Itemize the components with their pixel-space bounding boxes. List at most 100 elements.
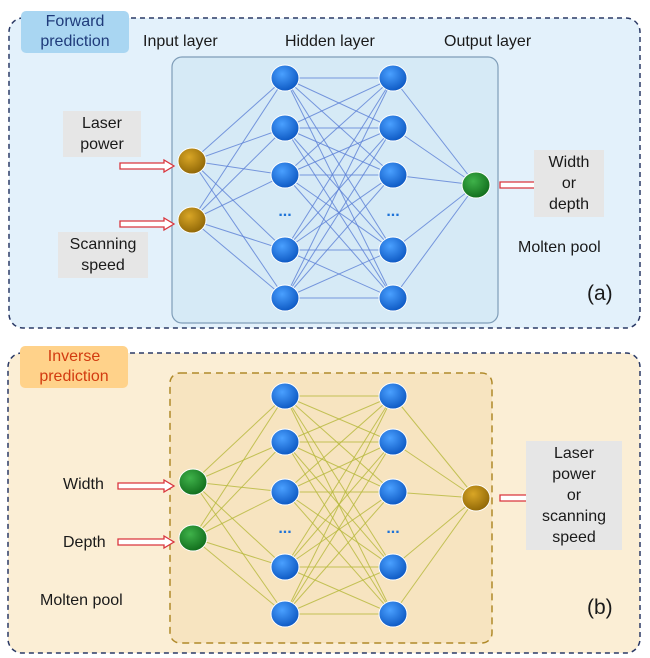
edge	[284, 127, 394, 176]
edge	[284, 249, 394, 299]
input-caption-molten-pool-b: Molten pool	[40, 592, 123, 609]
edge	[192, 481, 286, 615]
forward-prediction-tag: Forward prediction	[21, 11, 129, 53]
hidden-node	[378, 600, 408, 628]
edge	[191, 219, 286, 299]
panel-b-network-box	[169, 372, 493, 644]
arrow	[117, 534, 176, 550]
output-caption-molten-pool-a: Molten pool	[518, 239, 601, 256]
hidden-node	[270, 161, 300, 189]
hidden-node	[270, 236, 300, 264]
hidden-node	[378, 553, 408, 581]
edge	[392, 497, 477, 568]
input-label-laser-power: Laser power	[63, 111, 141, 157]
hidden-node	[378, 64, 408, 92]
edge	[191, 77, 286, 162]
input-label-depth: Depth	[63, 534, 106, 551]
edge	[284, 441, 394, 615]
edge	[191, 127, 286, 162]
hidden-layer-title: Hidden layer	[285, 33, 375, 50]
edge	[284, 395, 394, 443]
hidden-node	[270, 382, 300, 410]
panel-label-b: (b)	[587, 596, 613, 619]
edge	[284, 491, 394, 615]
hidden-node	[378, 236, 408, 264]
edge	[191, 160, 286, 299]
hidden-node	[378, 478, 408, 506]
edge	[284, 491, 394, 568]
edge	[192, 395, 286, 539]
edges-a	[191, 77, 477, 299]
input-node	[177, 147, 207, 175]
edge	[284, 441, 394, 493]
edge	[284, 77, 394, 176]
ellipsis: ...	[386, 203, 399, 220]
input-node	[177, 206, 207, 234]
output-label-width-or-depth: Width or depth	[534, 150, 604, 217]
hidden-node	[378, 161, 408, 189]
hidden-node	[270, 428, 300, 456]
input-label-width: Width	[63, 476, 104, 493]
edge	[192, 441, 286, 483]
edge	[192, 481, 286, 493]
edge	[284, 77, 394, 299]
output-node	[461, 484, 491, 512]
edge	[392, 77, 477, 186]
edge	[192, 537, 286, 615]
output-label-laser-power-or-scanning-speed: Laser power or scanning speed	[526, 441, 622, 550]
nodes-b	[178, 382, 491, 628]
panel-a-network-box	[171, 56, 499, 324]
edge	[392, 497, 477, 615]
edge	[392, 127, 477, 186]
edge	[192, 537, 286, 568]
arrow	[119, 216, 176, 232]
edge	[192, 491, 286, 539]
output-node	[461, 171, 491, 199]
ellipsis: ...	[386, 520, 399, 537]
edge	[284, 566, 394, 615]
edge	[191, 160, 286, 251]
hidden-node	[378, 284, 408, 312]
edges-b	[192, 395, 477, 615]
edge	[191, 77, 286, 221]
nodes-a	[177, 64, 491, 312]
edge	[192, 481, 286, 568]
edge	[284, 127, 394, 299]
hidden-node	[270, 64, 300, 92]
edge	[191, 127, 286, 221]
edge	[284, 174, 394, 299]
input-label-scanning-speed: Scanning speed	[58, 232, 148, 278]
edge	[284, 395, 394, 568]
hidden-node	[378, 382, 408, 410]
edge	[192, 395, 286, 483]
output-layer-title: Output layer	[444, 33, 532, 50]
edge	[284, 395, 394, 615]
edge	[192, 441, 286, 539]
edge	[284, 395, 394, 493]
hidden-node	[270, 478, 300, 506]
edge	[392, 395, 477, 499]
edge	[392, 184, 477, 251]
arrow	[119, 158, 176, 174]
hidden-node	[270, 553, 300, 581]
hidden-node	[270, 284, 300, 312]
edge	[191, 174, 286, 221]
edge	[392, 184, 477, 299]
hidden-node	[378, 428, 408, 456]
arrow	[117, 478, 176, 494]
hidden-node	[378, 114, 408, 142]
hidden-node	[270, 114, 300, 142]
edge	[284, 77, 394, 129]
hidden-node	[270, 600, 300, 628]
inverse-prediction-tag: Inverse prediction	[20, 346, 128, 388]
input-node	[178, 468, 208, 496]
ellipsis: ...	[278, 203, 291, 220]
panel-label-a: (a)	[587, 282, 613, 305]
ellipsis: ...	[278, 520, 291, 537]
edge	[392, 441, 477, 499]
ellipsis-dots: ............	[278, 203, 399, 537]
edge	[191, 160, 286, 176]
input-node	[178, 524, 208, 552]
edge	[284, 77, 394, 251]
